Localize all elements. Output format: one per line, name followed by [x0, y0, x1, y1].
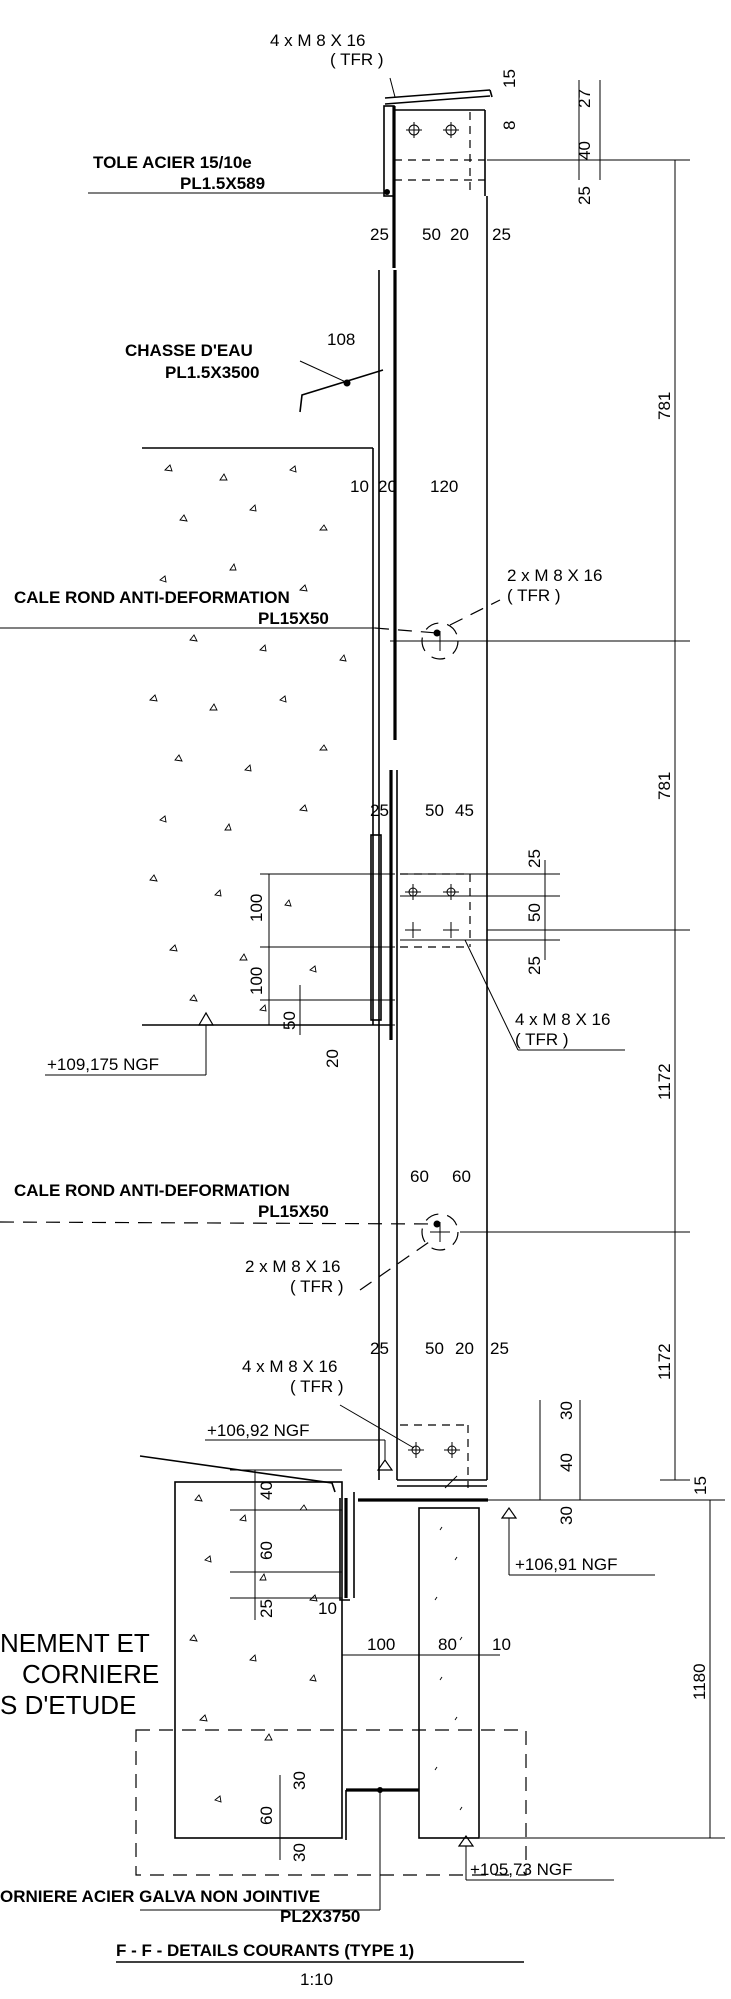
dimension-lines-mid	[260, 860, 560, 1035]
bolt-top-tfr: ( TFR )	[330, 50, 384, 69]
dim-text: 25	[370, 225, 389, 244]
chasse-title: CHASSE D'EAU	[125, 341, 253, 360]
dim-text: 40	[575, 141, 594, 160]
level-10691: +106,91 NGF	[515, 1555, 618, 1574]
dim-text: 30	[557, 1506, 576, 1525]
dim-text: 30	[557, 1401, 576, 1420]
dim-text: 25	[525, 956, 544, 975]
dim-text: 25	[492, 225, 511, 244]
bottom-bolt-block	[358, 1424, 488, 1502]
chasse-ref: PL1.5X3500	[165, 363, 260, 382]
level-10692: +106,92 NGF	[207, 1421, 310, 1440]
dim-text: 25	[370, 801, 389, 820]
dim-text: 100	[367, 1635, 395, 1654]
concrete-lower	[135, 1481, 527, 1876]
dim-text: 15	[500, 69, 519, 88]
level-10573: +105,73 NGF	[470, 1860, 573, 1879]
bolt-mid-tfr: ( TFR )	[515, 1030, 569, 1049]
dim-text: 10	[350, 477, 369, 496]
dim-text: 1180	[690, 1663, 709, 1700]
dim-text: 1172	[655, 1063, 674, 1100]
dim-text: 1172	[655, 1343, 674, 1380]
dimension-values: 15 27 8 40 25 25 50 20 25 108 10 20 120 …	[247, 69, 710, 1862]
bolt-marker	[443, 122, 459, 138]
level-marks	[45, 1011, 655, 1881]
dim-text: 25	[257, 1599, 276, 1618]
dim-text: 781	[655, 772, 674, 800]
dim-text: 30	[290, 1771, 309, 1790]
bolt-cale1-tfr: ( TFR )	[507, 586, 561, 605]
dim-text: 50	[425, 1339, 444, 1358]
dim-text: 120	[430, 477, 458, 496]
bolt-top-label: 4 x M 8 X 16	[270, 31, 365, 50]
dim-text: 60	[257, 1541, 276, 1560]
cale1-title: CALE ROND ANTI-DEFORMATION	[14, 588, 290, 607]
bolt-bot-tfr: ( TFR )	[290, 1377, 344, 1396]
dim-text: 60	[410, 1167, 429, 1186]
dim-text: 60	[257, 1806, 276, 1825]
bolt-mid-label: 4 x M 8 X 16	[515, 1010, 610, 1029]
dim-text: 50	[525, 903, 544, 922]
dim-text: 25	[490, 1339, 509, 1358]
wall-lines	[378, 196, 488, 1480]
dim-text: 20	[450, 225, 469, 244]
dim-text: 8	[500, 121, 519, 130]
dim-text: 30	[290, 1843, 309, 1862]
note-line-1: NEMENT ET	[0, 1628, 150, 1658]
dim-text: 20	[455, 1339, 474, 1358]
bolt-cale1-label: 2 x M 8 X 16	[507, 566, 602, 585]
bolt-cale2-tfr: ( TFR )	[290, 1277, 344, 1296]
dim-text: 10	[318, 1599, 337, 1618]
dim-text: 10	[492, 1635, 511, 1654]
corniere-ref: PL2X3750	[280, 1907, 360, 1926]
bolt-bot-label: 4 x M 8 X 16	[242, 1357, 337, 1376]
cale1-ref: PL15X50	[258, 609, 329, 628]
dim-text: 100	[247, 967, 266, 995]
dim-text: 40	[257, 1481, 276, 1500]
dim-text: 50	[422, 225, 441, 244]
drawing-scale: 1:10	[300, 1970, 333, 1989]
angle-profile	[139, 1455, 355, 1601]
cale2-ref: PL15X50	[258, 1202, 329, 1221]
dimension-lines-bottom	[230, 1469, 500, 1860]
cale-rond-2	[421, 1213, 459, 1251]
dim-text: 25	[370, 1339, 389, 1358]
dim-text: 40	[557, 1453, 576, 1472]
concrete-upper	[142, 447, 393, 1040]
dim-text: 80	[438, 1635, 457, 1654]
dim-text: 25	[525, 849, 544, 868]
bolt-cale2-label: 2 x M 8 X 16	[245, 1257, 340, 1276]
dim-text: 27	[575, 89, 594, 108]
dim-text: 25	[575, 186, 594, 205]
dim-text: 45	[455, 801, 474, 820]
note-line-3: S D'ETUDE	[0, 1690, 136, 1720]
drawing-title: F - F - DETAILS COURANTS (TYPE 1)	[116, 1941, 414, 1960]
tole-title: TOLE ACIER 15/10e	[93, 153, 252, 172]
note-line-2: CORNIERE	[22, 1659, 159, 1689]
tole-ref: PL1.5X589	[180, 174, 265, 193]
corniere-title: ORNIERE ACIER GALVA NON JOINTIVE	[0, 1887, 320, 1906]
chasse-flashing	[299, 369, 384, 413]
dim-text: 100	[247, 894, 266, 922]
leader-lines	[0, 77, 625, 1911]
dim-text: 20	[323, 1049, 342, 1068]
dim-text: 108	[327, 330, 355, 349]
dimension-lines-right	[390, 80, 725, 1839]
annotations: 4 x M 8 X 16 ( TFR ) TOLE ACIER 15/10e P…	[0, 31, 618, 1989]
dim-text: 15	[691, 1476, 710, 1495]
dim-text: 781	[655, 392, 674, 420]
level-109: +109,175 NGF	[47, 1055, 159, 1074]
dim-text: 60	[452, 1167, 471, 1186]
dim-text: 50	[280, 1011, 299, 1030]
dim-text: 20	[378, 477, 397, 496]
cale2-title: CALE ROND ANTI-DEFORMATION	[14, 1181, 290, 1200]
dim-text: 50	[425, 801, 444, 820]
bolt-marker	[406, 122, 422, 138]
top-cap	[383, 89, 493, 268]
concrete-hatch	[149, 464, 463, 1811]
mid-bolt-block	[400, 873, 471, 948]
